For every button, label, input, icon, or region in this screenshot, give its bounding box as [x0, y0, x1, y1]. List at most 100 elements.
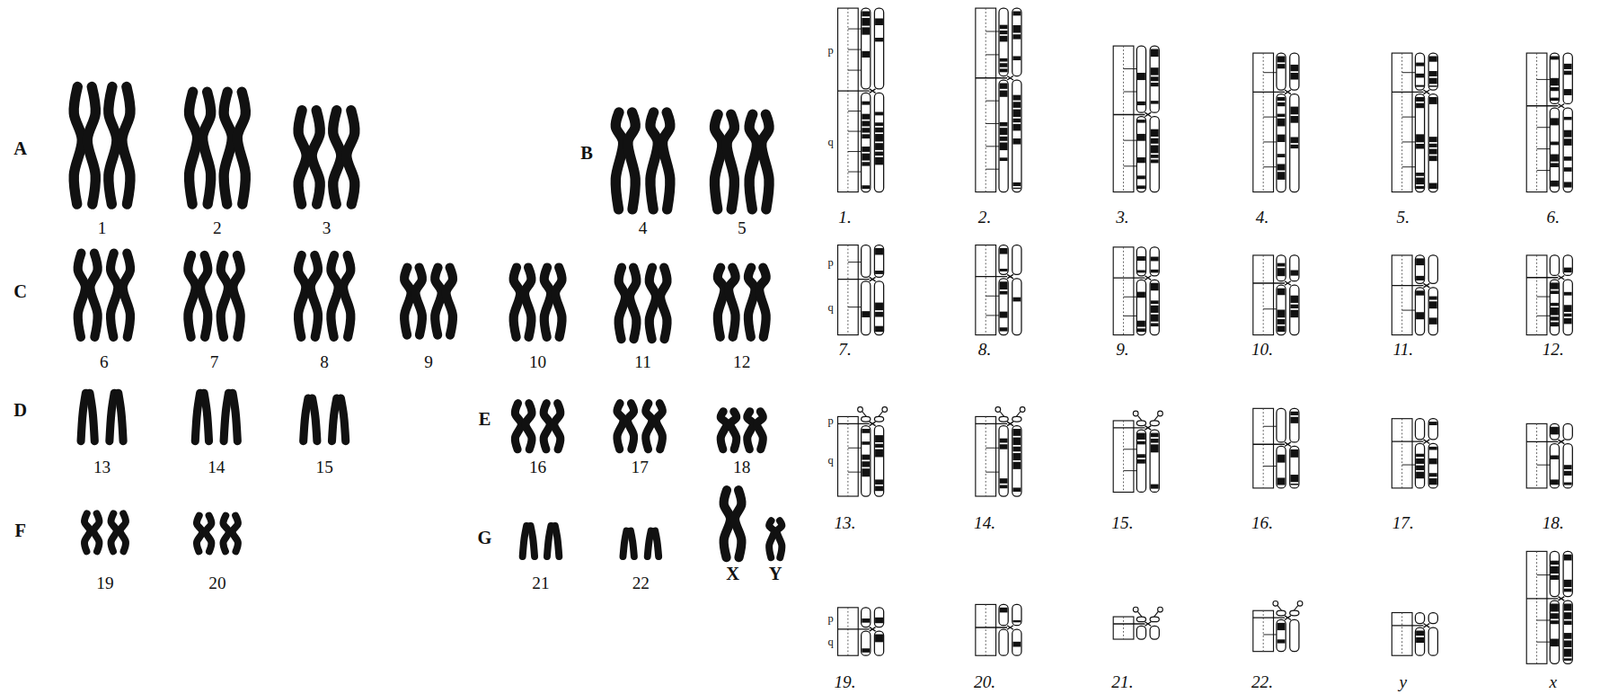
satellite [1132, 606, 1139, 612]
chromatid-silhouette [514, 403, 522, 450]
dark-band [861, 127, 870, 133]
chromatid-arm [861, 92, 871, 192]
dark-band [1550, 290, 1559, 294]
dark-band [1277, 171, 1286, 180]
arm-label: p [827, 44, 833, 55]
chromatid-silhouette [200, 255, 208, 337]
ideogram-number: 14. [973, 513, 996, 531]
chromatid-arm [1290, 94, 1300, 193]
chromatid-arm [1428, 418, 1438, 440]
karyotype-silhouettes [73, 87, 782, 558]
dark-band [1550, 574, 1559, 580]
dark-band [1550, 97, 1559, 101]
chromosome-number: 11 [634, 353, 652, 372]
ruler-tick [1391, 624, 1424, 626]
chromatid-arm [861, 607, 871, 628]
chromosome-number: 2 [212, 219, 222, 237]
chromatid-arm [1290, 445, 1300, 487]
dark-band [875, 449, 884, 458]
dark-band [1290, 449, 1299, 458]
chromatid-arm [1414, 418, 1424, 440]
chromosome-number: 20 [208, 574, 226, 592]
dark-band [1150, 433, 1159, 438]
ideogram [1391, 612, 1438, 656]
ruler-divider [847, 245, 849, 336]
chromatid-silhouette [194, 392, 200, 441]
centromere [1557, 274, 1565, 280]
dark-band [1550, 78, 1559, 86]
chromatid-arm [874, 415, 884, 422]
satellite [1272, 600, 1279, 606]
arm-label: q [827, 300, 833, 312]
dark-band [1150, 145, 1159, 154]
ideogram-number: 20. [973, 672, 996, 690]
ideogram [1526, 53, 1573, 192]
group-letter: D [13, 400, 27, 419]
satellite-stalk [1137, 610, 1142, 617]
ruler-divider [847, 415, 849, 496]
dark-band [1550, 455, 1559, 460]
ideogram-number: 15. [1111, 513, 1133, 531]
chromatid-silhouette [555, 525, 559, 557]
dark-band [999, 136, 1008, 142]
dark-band [1429, 155, 1438, 161]
dark-band [1012, 446, 1021, 452]
chromatid-arm [1276, 407, 1286, 442]
chromatid-silhouette [434, 267, 442, 336]
dark-band [875, 302, 884, 311]
dark-band [1415, 103, 1424, 109]
chromatid-arm [1276, 94, 1286, 193]
dark-band [999, 122, 1008, 127]
ruler-tick [1391, 284, 1424, 286]
dark-band [1150, 129, 1159, 137]
dark-band [875, 247, 884, 255]
dark-band [1150, 49, 1159, 58]
dark-band [1150, 443, 1159, 452]
chromatid-arm [1149, 116, 1159, 193]
chromatid-silhouette [73, 87, 82, 205]
dark-band [1429, 296, 1438, 301]
dark-band [1564, 657, 1573, 661]
ideogram [1391, 255, 1438, 336]
chromatid-arm [1563, 279, 1573, 336]
dark-band [1415, 62, 1424, 67]
dark-band [999, 477, 1008, 484]
chromatid-arm [1136, 279, 1146, 335]
chromatid-arm [1428, 612, 1438, 624]
chromatid-arm [861, 245, 871, 278]
centromere [1144, 621, 1151, 627]
chromatid-arm [1012, 603, 1022, 625]
dark-band [999, 268, 1008, 272]
dark-band [1012, 109, 1021, 118]
dark-band [999, 291, 1008, 295]
dark-band [1290, 483, 1299, 486]
dark-band [1290, 295, 1299, 303]
dark-band [1290, 64, 1299, 71]
dark-band [1429, 421, 1438, 425]
dark-band [1290, 106, 1299, 115]
dark-band [1564, 611, 1573, 619]
dark-band [1137, 119, 1146, 123]
centromere [869, 88, 876, 94]
chromosome-number: 21 [531, 574, 549, 592]
dark-band [1012, 641, 1021, 647]
ruler-divider [1122, 616, 1124, 639]
dark-band [1012, 25, 1021, 33]
dark-band [1564, 88, 1573, 96]
dark-band [1415, 172, 1424, 177]
centromere [1557, 439, 1565, 444]
dark-band [875, 142, 884, 151]
dark-band [1564, 313, 1573, 318]
chromatid-silhouette [555, 267, 562, 337]
chromosome-number: 13 [93, 459, 111, 477]
dark-band [1012, 619, 1021, 622]
arm-label: q [827, 636, 833, 647]
dark-band [999, 311, 1008, 319]
dark-band [999, 443, 1008, 450]
chromatid-arm [1012, 628, 1022, 655]
dark-band [1550, 162, 1559, 168]
band-ruler [1526, 255, 1547, 336]
chromatid-silhouette [189, 91, 198, 204]
chromatid-arm [1136, 247, 1146, 276]
ideogram-number: 10. [1251, 340, 1273, 358]
